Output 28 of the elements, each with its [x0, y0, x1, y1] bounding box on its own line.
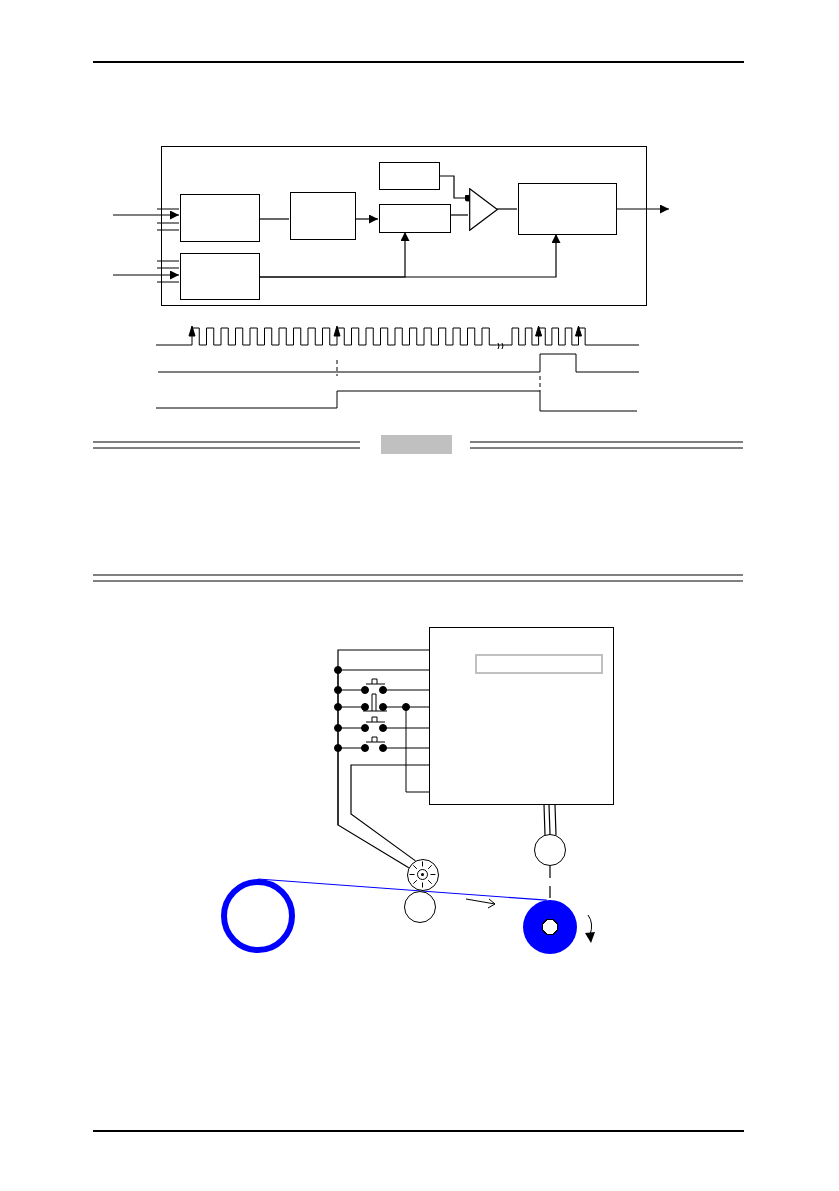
- connector-line: [496, 208, 518, 210]
- shaft-line: [549, 865, 551, 901]
- function-block: [290, 192, 356, 240]
- connector-line: [449, 214, 469, 216]
- block-diagram-frame: [161, 146, 647, 306]
- function-block: [180, 194, 260, 242]
- controller-box: [429, 627, 614, 805]
- web-line: [257, 878, 548, 901]
- supply-reel: [221, 879, 295, 953]
- amplifier-triangle: [469, 188, 498, 231]
- function-block: [379, 204, 451, 233]
- connector-line: [615, 204, 670, 214]
- function-block: [180, 253, 260, 300]
- connector-line: [258, 233, 561, 278]
- motor-circle: [534, 834, 566, 866]
- take-up-reel: [523, 900, 577, 954]
- encoder-wheel: [407, 859, 439, 891]
- connector-line: [354, 214, 379, 224]
- connector-line: [350, 764, 430, 862]
- connector-line: [112, 210, 180, 220]
- connector-line: [337, 649, 430, 869]
- connector-line: [112, 270, 180, 280]
- function-block: [379, 162, 440, 190]
- roller-circle: [404, 891, 436, 923]
- display-window: [475, 654, 603, 674]
- function-block: [518, 183, 617, 235]
- connector-line: [258, 218, 290, 220]
- connector-line: [543, 804, 557, 836]
